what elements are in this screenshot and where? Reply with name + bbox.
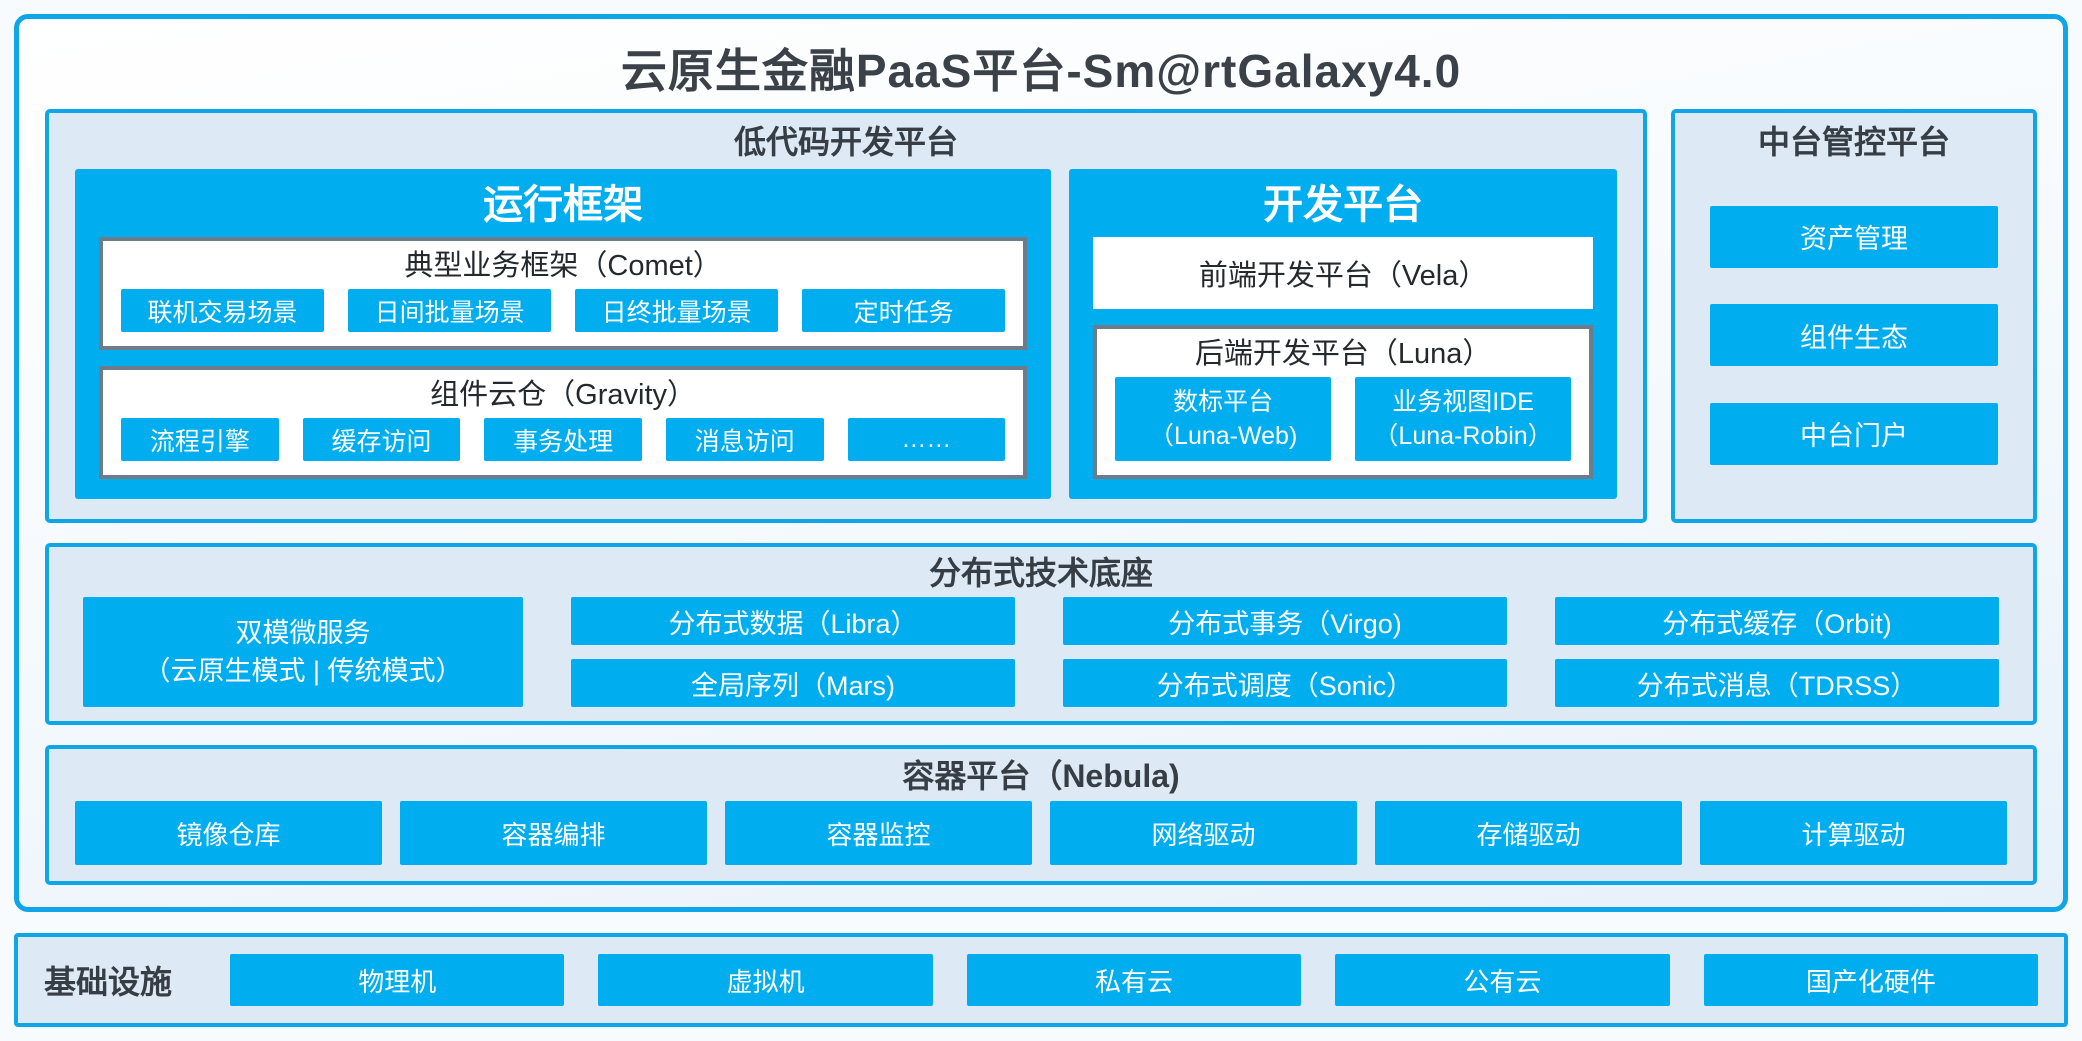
- comet-items: 联机交易场景 日间批量场景 日终批量场景 定时任务: [121, 289, 1006, 332]
- container-platform-body: 镜像仓库 容器编排 容器监控 网络驱动 存储驱动 计算驱动: [75, 801, 2007, 865]
- distributed-body: 双模微服务 （云原生模式 | 传统模式） 分布式数据（Libra） 分布式事务（…: [83, 597, 1999, 707]
- distributed-item-virgo: 分布式事务（Virgo): [1063, 597, 1507, 645]
- midplatform-item-component-ecosystem: 组件生态: [1710, 304, 1998, 366]
- main-container: 云原生金融PaaS平台-Sm@rtGalaxy4.0 低代码开发平台 运行框架 …: [14, 14, 2068, 912]
- distributed-item-libra: 分布式数据（Libra）: [571, 597, 1015, 645]
- luna-box: 后端开发平台（Luna） 数标平台 （Luna-Web) 业务视图IDE （Lu…: [1093, 325, 1593, 479]
- lowcode-platform-panel: 低代码开发平台 运行框架 典型业务框架（Comet） 联机交易场景 日间批量场景…: [45, 109, 1647, 523]
- comet-item-online-trade: 联机交易场景: [121, 289, 325, 332]
- luna-title: 后端开发平台（Luna）: [1194, 338, 1492, 370]
- distributed-item-orbit: 分布式缓存（Orbit): [1555, 597, 1999, 645]
- luna-item-robin-line2: （Luna-Robin）: [1373, 422, 1553, 450]
- container-item-image-registry: 镜像仓库: [75, 801, 382, 865]
- container-item-orchestration: 容器编排: [400, 801, 707, 865]
- dual-mode-line2: （云原生模式 | 传统模式）: [143, 656, 463, 686]
- midplatform-panel: 中台管控平台 资产管理 组件生态 中台门户: [1671, 109, 2037, 523]
- dual-mode-microservice: 双模微服务 （云原生模式 | 传统模式）: [83, 597, 523, 707]
- container-platform-panel: 容器平台（Nebula) 镜像仓库 容器编排 容器监控 网络驱动 存储驱动 计算…: [45, 745, 2037, 885]
- comet-box: 典型业务框架（Comet） 联机交易场景 日间批量场景 日终批量场景 定时任务: [99, 237, 1028, 350]
- luna-item-web-line1: 数标平台: [1173, 388, 1274, 416]
- container-item-compute-driver: 计算驱动: [1700, 801, 2007, 865]
- diagram-title: 云原生金融PaaS平台-Sm@rtGalaxy4.0: [620, 45, 1462, 97]
- lowcode-platform-title: 低代码开发平台: [733, 124, 958, 160]
- midplatform-item-portal: 中台门户: [1710, 402, 1998, 465]
- dual-mode-line1: 双模微服务: [235, 618, 371, 648]
- gravity-item-more: ……: [847, 418, 1006, 461]
- container-platform-title: 容器平台（Nebula): [902, 758, 1180, 794]
- comet-item-eod-batch: 日终批量场景: [575, 289, 779, 332]
- lowcode-body: 运行框架 典型业务框架（Comet） 联机交易场景 日间批量场景 日终批量场景 …: [75, 169, 1617, 499]
- top-row: 低代码开发平台 运行框架 典型业务框架（Comet） 联机交易场景 日间批量场景…: [45, 109, 2037, 523]
- infra-item-public-cloud: 公有云: [1335, 954, 1670, 1006]
- gravity-box: 组件云仓（Gravity） 流程引擎 缓存访问 事务处理 消息访问 ……: [99, 366, 1028, 479]
- dev-platform-panel: 开发平台 前端开发平台（Vela） 后端开发平台（Luna） 数标平台 （Lun…: [1069, 169, 1617, 499]
- infra-item-physical-machine: 物理机: [230, 954, 565, 1006]
- distributed-grid: 分布式数据（Libra） 分布式事务（Virgo) 分布式缓存（Orbit) 全…: [571, 597, 1999, 707]
- luna-item-robin: 业务视图IDE （Luna-Robin）: [1355, 377, 1572, 461]
- infrastructure-panel: 基础设施 物理机 虚拟机 私有云 公有云 国产化硬件: [14, 933, 2068, 1027]
- dev-platform-title: 开发平台: [1263, 183, 1424, 227]
- infra-item-virtual-machine: 虚拟机: [598, 954, 933, 1006]
- midplatform-item-asset-management: 资产管理: [1710, 205, 1998, 268]
- container-item-network-driver: 网络驱动: [1050, 801, 1357, 865]
- infra-item-private-cloud: 私有云: [966, 954, 1302, 1006]
- midplatform-title: 中台管控平台: [1757, 124, 1950, 160]
- comet-item-scheduled-task: 定时任务: [802, 289, 1006, 332]
- luna-item-web: 数标平台 （Luna-Web): [1115, 377, 1332, 461]
- infra-item-domestic-hardware: 国产化硬件: [1703, 954, 2039, 1006]
- gravity-items: 流程引擎 缓存访问 事务处理 消息访问 ……: [121, 418, 1006, 461]
- distributed-item-tdrss: 分布式消息（TDRSS）: [1555, 659, 1999, 707]
- container-item-monitoring: 容器监控: [725, 801, 1032, 865]
- gravity-item-transaction: 事务处理: [484, 418, 642, 461]
- gravity-item-message-access: 消息访问: [665, 418, 824, 461]
- runtime-framework-panel: 运行框架 典型业务框架（Comet） 联机交易场景 日间批量场景 日终批量场景 …: [75, 169, 1052, 499]
- distributed-base-title: 分布式技术底座: [928, 555, 1153, 591]
- luna-item-web-line2: （Luna-Web): [1149, 422, 1298, 450]
- comet-item-daytime-batch: 日间批量场景: [348, 289, 552, 332]
- distributed-base-panel: 分布式技术底座 双模微服务 （云原生模式 | 传统模式） 分布式数据（Libra…: [45, 543, 2037, 725]
- gravity-item-process-engine: 流程引擎: [121, 418, 279, 461]
- gravity-item-cache-access: 缓存访问: [302, 418, 461, 461]
- luna-items: 数标平台 （Luna-Web) 业务视图IDE （Luna-Robin）: [1115, 377, 1572, 461]
- luna-item-robin-line1: 业务视图IDE: [1392, 388, 1534, 416]
- midplatform-body: 资产管理 组件生态 中台门户: [1699, 169, 2009, 501]
- runtime-framework-title: 运行框架: [483, 183, 644, 227]
- infrastructure-title: 基础设施: [44, 964, 173, 1000]
- distributed-item-sonic: 分布式调度（Sonic）: [1063, 659, 1507, 707]
- gravity-title: 组件云仓（Gravity）: [430, 379, 697, 411]
- distributed-item-mars: 全局序列（Mars): [571, 659, 1015, 707]
- comet-title: 典型业务框架（Comet）: [404, 250, 722, 282]
- vela-box: 前端开发平台（Vela）: [1093, 237, 1593, 309]
- container-item-storage-driver: 存储驱动: [1375, 801, 1682, 865]
